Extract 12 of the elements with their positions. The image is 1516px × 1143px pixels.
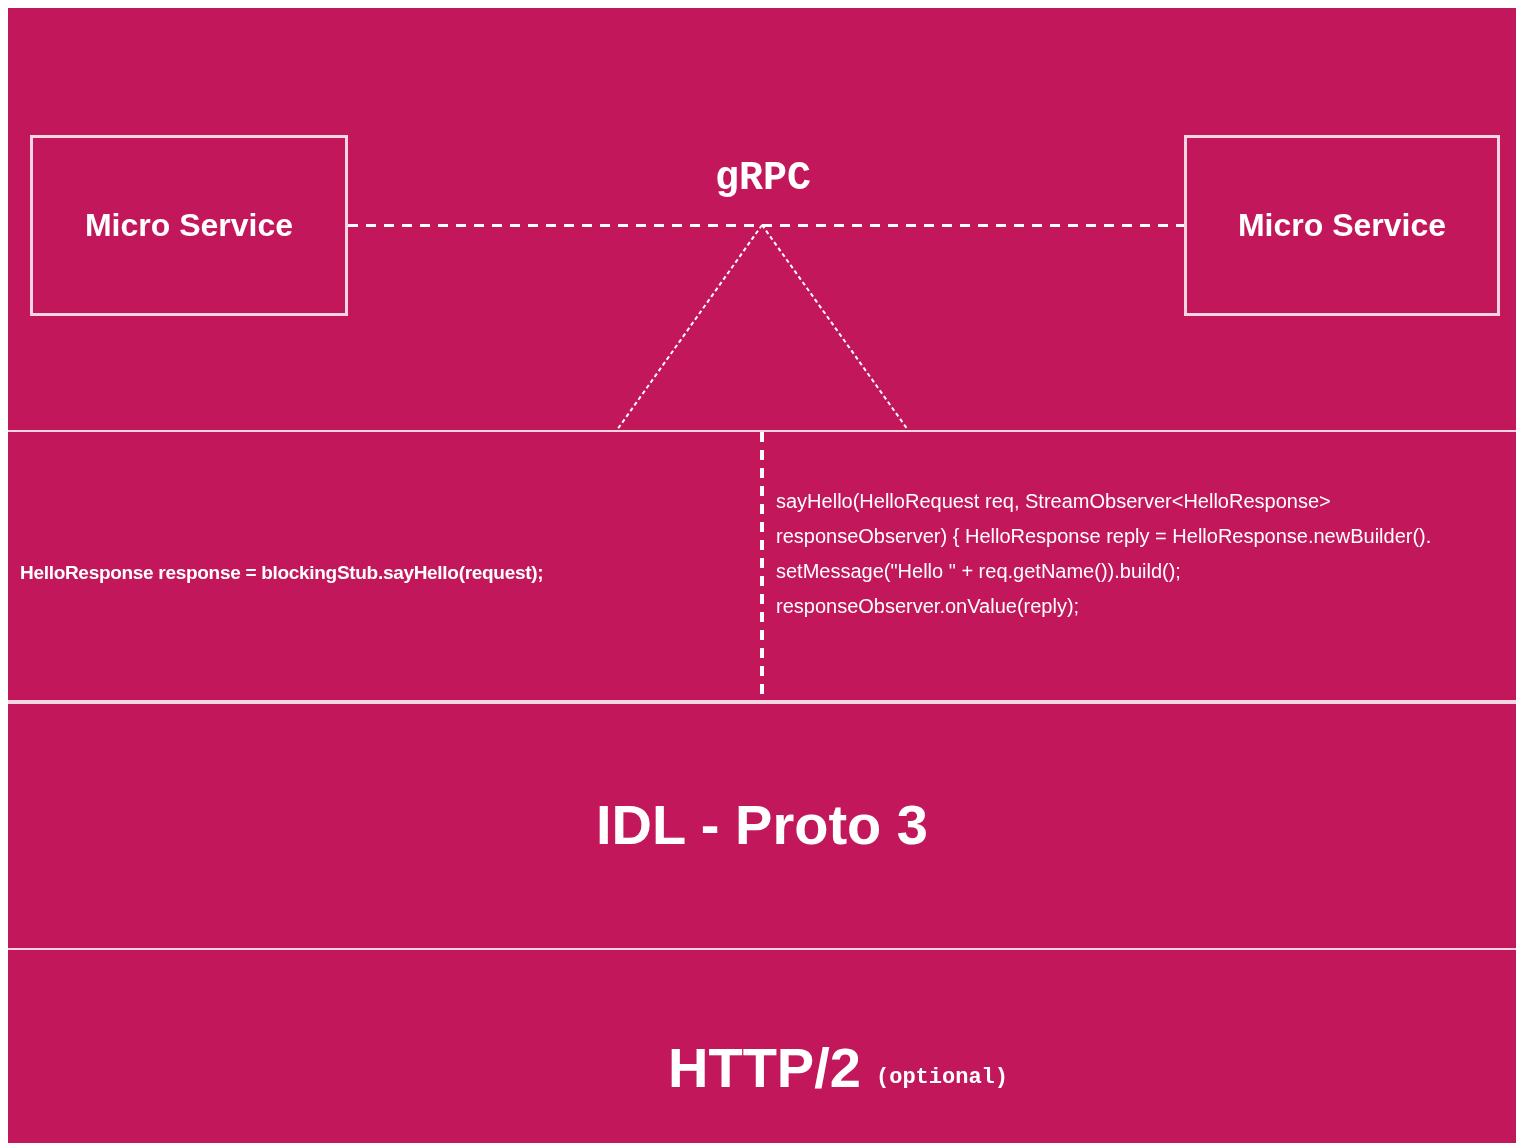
- layer-title: IDL - Proto 3: [595, 792, 929, 857]
- code-text: sayHello(HelloRequest req, StreamObserver<HelloResponse> responseObserver) { HelloResponse reply = HelloResponse.newBuilder(). setMessage("Hello " + req.getName()).build(); responseObserver.onValue(reply);: [776, 489, 1433, 619]
- connector-line: [348, 224, 1184, 227]
- layer-title: HTTP/2: [668, 1038, 861, 1098]
- line: [761, 224, 909, 431]
- layer-note: (optional): [876, 1065, 1009, 1090]
- service-box: [30, 135, 348, 316]
- line: [616, 224, 763, 431]
- service-box: [1184, 135, 1500, 316]
- service-label: Micro Service: [1237, 207, 1447, 244]
- service-label: Micro Service: [84, 207, 294, 244]
- code-text: HelloResponse response = blockingStub.sayHello(request);: [20, 562, 545, 584]
